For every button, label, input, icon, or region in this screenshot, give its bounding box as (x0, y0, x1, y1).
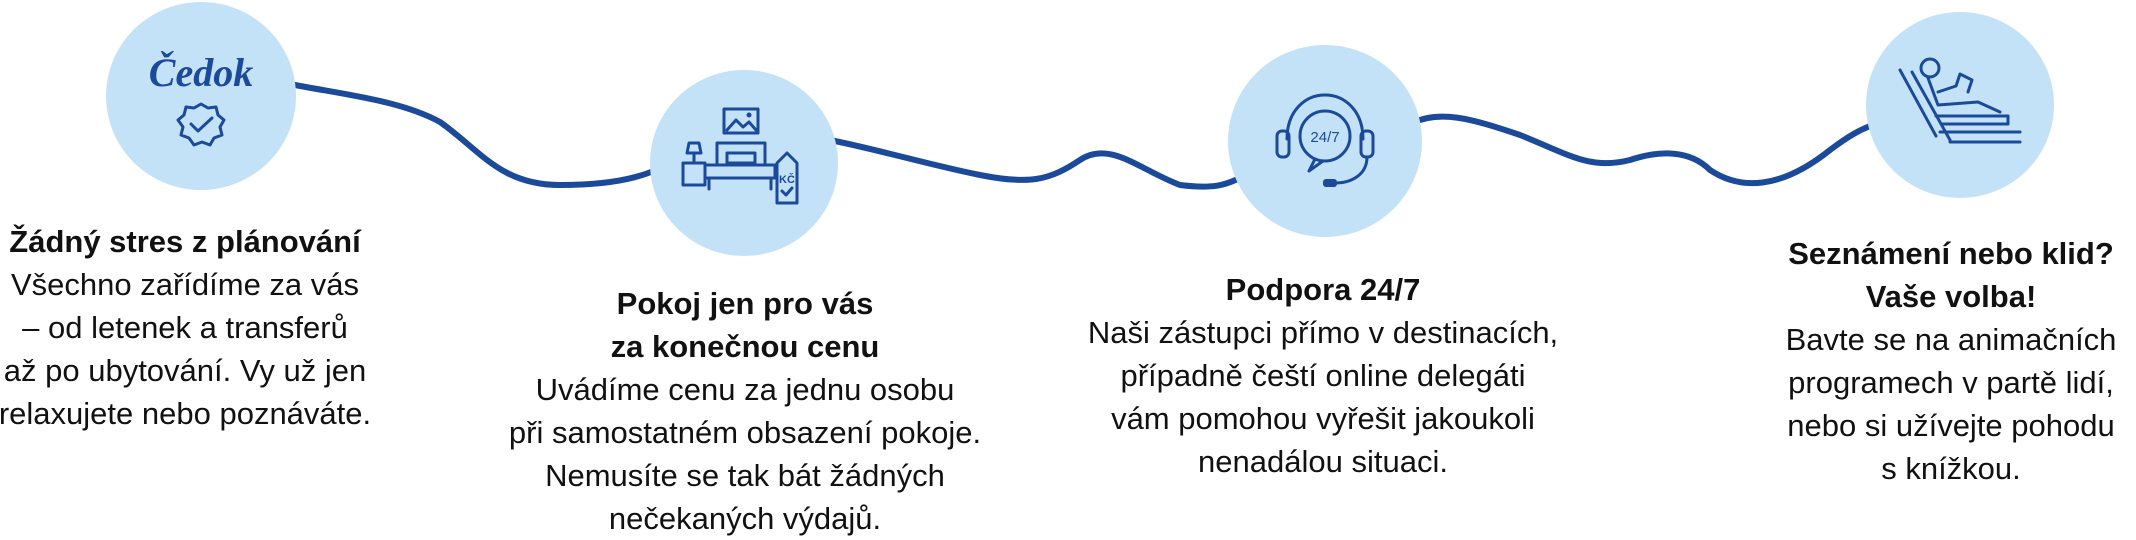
step-4-title: Seznámení nebo klid? Vaše volba! (1788, 236, 2114, 314)
step-4-icon-circle (1866, 12, 2054, 198)
price-tag-text: KČ (779, 173, 795, 186)
support-headset-icon: 24/7 (1275, 93, 1375, 187)
deck-chair-reading-icon (1898, 57, 2022, 144)
step-4-description: Bavte se na animačních programech v part… (1785, 322, 2117, 486)
step-2-title: Pokoj jen pro vás za konečnou cenu (610, 286, 880, 364)
step-1-text: Žádný stres z plánování Všechno zařídíme… (0, 220, 380, 435)
step-2-description: Uvádíme cenu za jednu osobu při samostat… (508, 372, 982, 536)
step-1-icon-circle: Čedok (106, 2, 296, 190)
step-3-text: Podpora 24/7 Naši zástupci přímo v desti… (1058, 268, 1588, 483)
step-2-text: Pokoj jen pro vás za konečnou cenu Uvádí… (480, 282, 1010, 540)
step-3-title: Podpora 24/7 (1225, 272, 1421, 307)
cedok-logo-check-icon: Čedok (149, 50, 253, 147)
hotel-room-bed-icon: KČ (681, 107, 799, 205)
step-1-description: Všechno zařídíme za vás – od letenek a t… (0, 267, 372, 431)
support-hours-text: 24/7 (1310, 129, 1339, 146)
step-1-title: Žádný stres z plánování (9, 224, 361, 259)
step-2-icon-circle: KČ (650, 70, 838, 256)
cedok-logo-text: Čedok (149, 50, 253, 95)
step-4-text: Seznámení nebo klid? Vaše volba! Bavte s… (1766, 232, 2136, 490)
step-3-description: Naši zástupci přímo v destinacích, přípa… (1087, 315, 1559, 479)
step-3-icon-circle: 24/7 (1228, 45, 1422, 237)
